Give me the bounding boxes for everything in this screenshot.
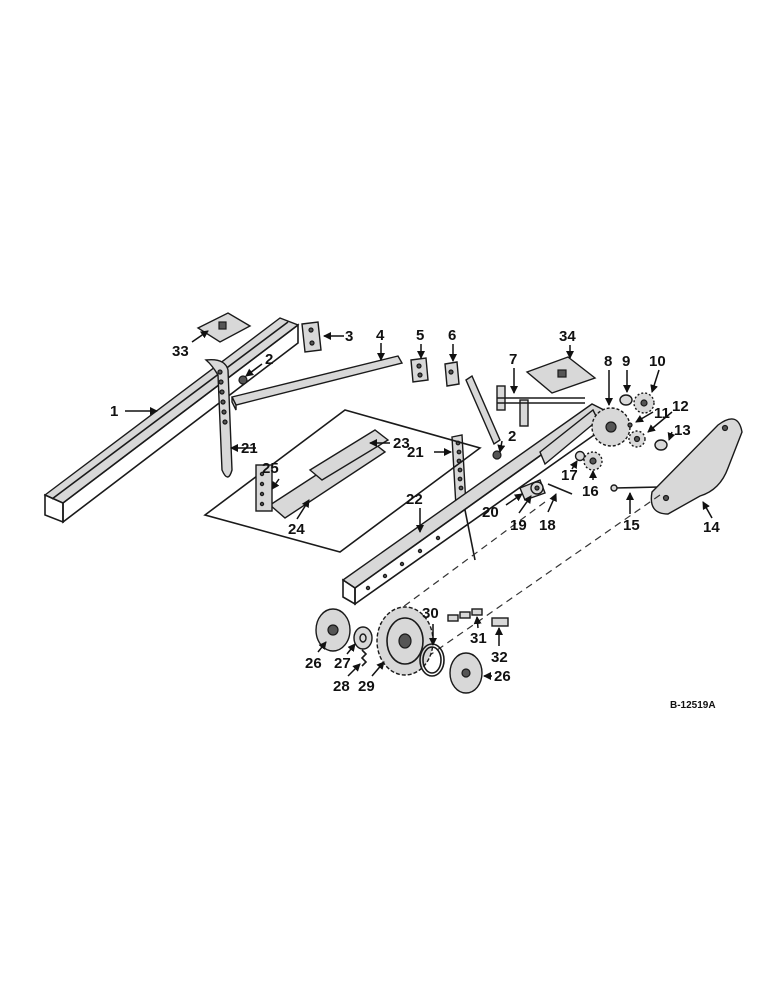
- link-32: [491, 617, 509, 627]
- reference-number: B-12519A: [670, 700, 716, 711]
- plate-34: [525, 356, 597, 394]
- pin-15: [610, 484, 661, 492]
- callout-17: 17: [561, 467, 578, 484]
- bushing-13: [654, 439, 668, 451]
- callout-14: 14: [703, 519, 720, 536]
- brace-4: [230, 355, 404, 411]
- callout-26-right: 26: [494, 668, 511, 685]
- pin-18: [547, 483, 573, 495]
- sprocket-16: [583, 451, 603, 471]
- callout-8: 8: [604, 353, 612, 370]
- callout-1: 1: [110, 403, 118, 420]
- callout-7: 7: [509, 351, 517, 368]
- callout-23: 23: [393, 435, 410, 452]
- washer-27: [353, 626, 373, 650]
- callout-34: 34: [559, 328, 576, 345]
- callout-15: 15: [623, 517, 640, 534]
- callout-28: 28: [333, 678, 350, 695]
- main-beam: [341, 403, 606, 606]
- sprocket-12: [628, 430, 646, 448]
- hub-plate-26-left: [315, 608, 351, 652]
- shaft-assembly-7: [496, 385, 585, 427]
- plate-33: [196, 312, 252, 343]
- callout-2-left: 2: [265, 351, 273, 368]
- callout-32: 32: [491, 649, 508, 666]
- bracket-3: [301, 321, 322, 353]
- callouts: 1 33 2 3 4 5 6 34 7 8 9 10 11 12 13 14 1: [110, 327, 720, 695]
- chain-guard-14: [650, 418, 743, 515]
- bolt-2-left: [238, 375, 248, 385]
- hub-plate-26-right: [449, 652, 483, 694]
- callout-16: 16: [582, 483, 599, 500]
- callout-13: 13: [674, 422, 691, 439]
- sprocket-8: [591, 407, 631, 447]
- callout-30: 30: [422, 605, 439, 622]
- bushing-19: [530, 481, 544, 495]
- callout-22: 22: [406, 491, 423, 508]
- callout-10: 10: [649, 353, 666, 370]
- bushing-9: [619, 394, 633, 406]
- bolt-2-right: [492, 450, 502, 460]
- key-11: [627, 422, 633, 428]
- callout-6: 6: [448, 327, 456, 344]
- spring-28: [360, 649, 368, 667]
- washer-17: [574, 450, 586, 462]
- callout-4: 4: [376, 327, 385, 344]
- plate-5: [410, 357, 429, 383]
- callout-31: 31: [470, 630, 487, 647]
- callout-3: 3: [345, 328, 353, 345]
- plate-6: [444, 361, 460, 387]
- callout-18: 18: [539, 517, 556, 534]
- callout-20: 20: [482, 504, 499, 521]
- callout-2-right: 2: [508, 428, 516, 445]
- callout-5: 5: [416, 327, 424, 344]
- callout-25: 25: [262, 460, 279, 477]
- chain-31: [447, 608, 483, 622]
- callout-33: 33: [172, 343, 189, 360]
- callout-19: 19: [510, 517, 527, 534]
- assembly-lines: [379, 494, 661, 656]
- callout-24: 24: [288, 521, 305, 538]
- slanted-arm: [465, 374, 501, 446]
- callout-12: 12: [672, 398, 689, 415]
- inset-panel: [203, 409, 482, 553]
- callout-29: 29: [358, 678, 375, 695]
- callout-27: 27: [334, 655, 351, 672]
- sprocket-10: [633, 392, 655, 414]
- callout-26-left: 26: [305, 655, 322, 672]
- callout-9: 9: [622, 353, 630, 370]
- slotted-link-left: [204, 359, 233, 478]
- callout-21-right: 21: [407, 444, 424, 461]
- callout-21-left: 21: [241, 440, 258, 457]
